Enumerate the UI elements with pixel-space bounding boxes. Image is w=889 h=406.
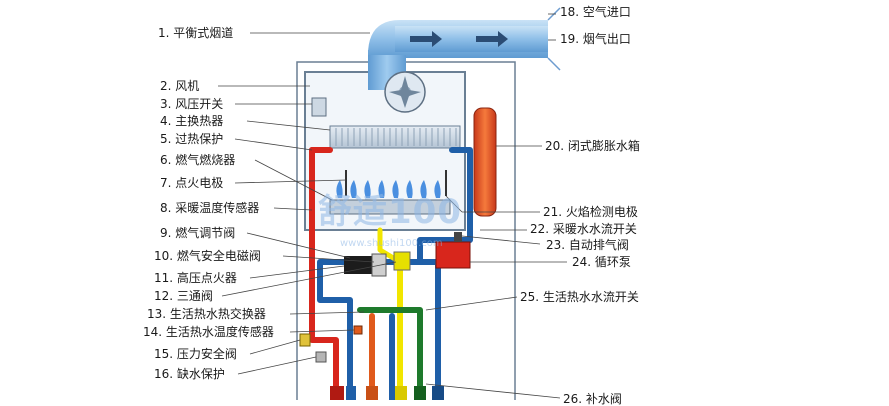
pressure-relief-valve	[299, 333, 311, 347]
label-11: 11. 高压点火器	[154, 271, 237, 285]
label-2: 2. 风机	[160, 79, 200, 93]
label-15: 15. 压力安全阀	[154, 347, 237, 361]
dhw-temp-sensor	[353, 325, 363, 335]
label-12: 12. 三通阀	[154, 289, 213, 303]
label-25: 25. 生活热水水流开关	[520, 290, 639, 304]
label-3: 3. 风压开关	[160, 97, 224, 111]
label-4: 4. 主换热器	[160, 114, 224, 128]
label-7: 7. 点火电极	[160, 176, 224, 190]
label-21: 21. 火焰检测电极	[543, 205, 638, 219]
gas-burner-icon	[329, 180, 451, 215]
watermark-url: www.shushi100.com	[340, 238, 443, 249]
label-18: 18. 空气进口	[560, 5, 631, 19]
circulation-pump-icon	[435, 241, 471, 269]
connection-fittings	[330, 386, 444, 400]
label-20: 20. 闭式膨胀水箱	[545, 139, 640, 153]
green-pipe	[357, 307, 423, 400]
expansion-tank-icon	[473, 107, 497, 217]
label-24: 24. 循环泵	[572, 255, 631, 269]
balanced-flue-icon	[368, 7, 561, 90]
label-9: 9. 燃气调节阀	[160, 226, 236, 240]
leader-lines-left	[218, 32, 397, 375]
label-22: 22. 采暖水水流开关	[530, 222, 637, 236]
label-23: 23. 自动排气阀	[546, 238, 629, 252]
label-16: 16. 缺水保护	[154, 367, 225, 381]
label-5: 5. 过热保护	[160, 132, 224, 146]
main-heat-exchanger	[329, 125, 461, 149]
label-14: 14. 生活热水温度传感器	[143, 325, 274, 339]
auto-air-vent	[454, 232, 462, 242]
gas-feed-pipe	[377, 227, 403, 265]
label-8: 8. 采暖温度传感器	[160, 201, 260, 215]
label-1: 1. 平衡式烟道	[158, 26, 234, 40]
leader-lines-right	[425, 13, 567, 399]
fan-icon	[384, 71, 426, 113]
heating-flow-pipe	[309, 147, 339, 400]
label-19: 19. 烟气出口	[560, 32, 631, 46]
label-26: 26. 补水阀	[563, 392, 622, 406]
three-way-valve-icon	[393, 251, 411, 271]
label-10: 10. 燃气安全电磁阀	[154, 249, 261, 263]
label-6: 6. 燃气燃烧器	[160, 153, 236, 167]
low-water-protection	[315, 351, 327, 363]
label-13: 13. 生活热水热交换器	[147, 307, 266, 321]
air-pressure-switch	[311, 97, 327, 117]
watermark-logo: 舒适100	[318, 192, 462, 232]
